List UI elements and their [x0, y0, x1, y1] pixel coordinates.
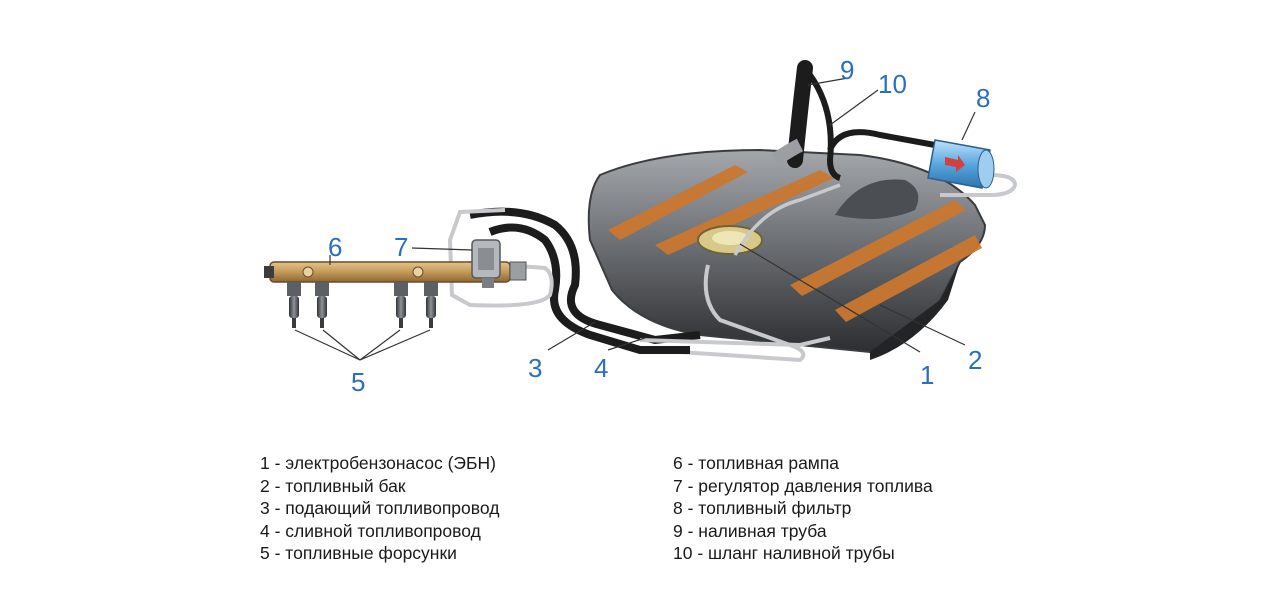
callout-4: 4 [594, 353, 608, 383]
legend-item: 2 - топливный бак [260, 475, 406, 496]
supply-hose [469, 207, 701, 345]
legend-item: 8 - топливный фильтр [673, 498, 852, 519]
filter-outlet-line [940, 173, 1018, 197]
legend-item: 7 - регулятор давления топлива [673, 475, 933, 496]
legend-item: 4 - сливной топливопровод [260, 520, 481, 541]
legend-left: 1 - электробензонасос (ЭБН) 2 - топливны… [260, 452, 499, 565]
filler-hose [807, 73, 842, 181]
legend-item: 1 - электробензонасос (ЭБН) [260, 453, 496, 473]
tank-strap [655, 170, 834, 255]
tank-dome [835, 179, 919, 219]
callout-10: 10 [878, 69, 907, 99]
callout-3: 3 [528, 353, 542, 383]
callout-5: 5 [351, 367, 365, 397]
callout-8: 8 [976, 83, 990, 113]
legend-item: 10 - шланг наливной трубы [673, 543, 895, 564]
callout-6: 6 [328, 232, 342, 262]
steel-line [447, 208, 554, 308]
injector [424, 282, 438, 328]
injector [394, 282, 408, 328]
fuel-filter [927, 139, 995, 189]
legend-item: 9 - наливная труба [673, 520, 827, 541]
fuel-rail [264, 261, 527, 283]
tank-strap [608, 165, 748, 240]
steel-line [639, 336, 831, 348]
fuel-system-diagram: 1 2 3 4 5 6 7 8 9 10 [264, 55, 1018, 397]
legend-item: 5 - топливные форсунки [260, 543, 457, 564]
callout-9: 9 [840, 55, 854, 85]
injector [287, 282, 301, 328]
flow-arrow-icon [945, 155, 965, 172]
fuel-tank [587, 148, 987, 360]
legend-item: 6 - топливная рампа [673, 453, 840, 473]
filler-neck-base [771, 138, 804, 166]
legend-item: 3 - подающий топливопровод [260, 498, 500, 519]
leader-lines [294, 77, 976, 361]
injector [315, 282, 329, 328]
tank-strap [790, 200, 966, 296]
callout-2: 2 [968, 345, 982, 375]
return-hose [488, 223, 690, 354]
tank-strap [835, 235, 982, 322]
pressure-regulator [471, 239, 501, 288]
filter-inlet-hose [827, 129, 936, 152]
callout-1: 1 [920, 360, 934, 390]
legend-right: 6 - топливная рампа 7 - регулятор давлен… [673, 452, 933, 565]
callout-7: 7 [394, 232, 408, 262]
